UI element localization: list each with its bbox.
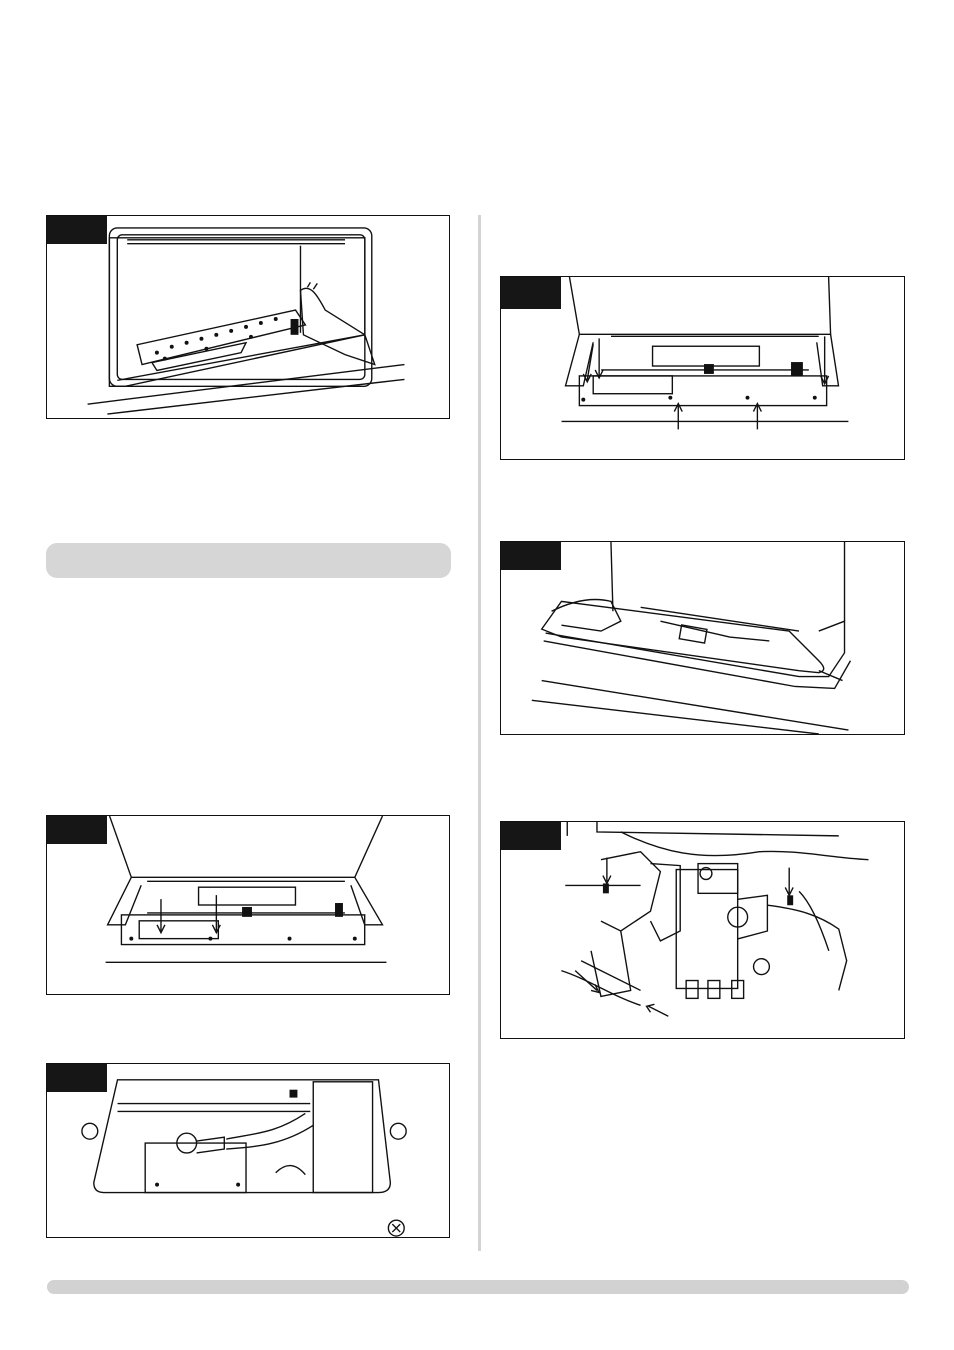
- log-set-drawing: [47, 216, 449, 418]
- figure-control-valve: [500, 821, 905, 1039]
- column-divider: [478, 215, 481, 1251]
- footer-bar: [47, 1280, 909, 1294]
- figure-burner-tray-front: [500, 276, 905, 460]
- burner-tray-drawing: [47, 816, 449, 994]
- section-heading-bar: [46, 543, 451, 578]
- figure-log-set: [46, 215, 450, 419]
- figure-access-panel: [46, 1063, 450, 1238]
- control-valve-drawing: [501, 822, 904, 1038]
- burner-tray-front-drawing: [501, 277, 904, 459]
- access-panel-drawing: [47, 1064, 449, 1237]
- figure-lifting-tray: [500, 541, 905, 735]
- lifting-tray-drawing: [501, 542, 904, 734]
- figure-burner-tray: [46, 815, 450, 995]
